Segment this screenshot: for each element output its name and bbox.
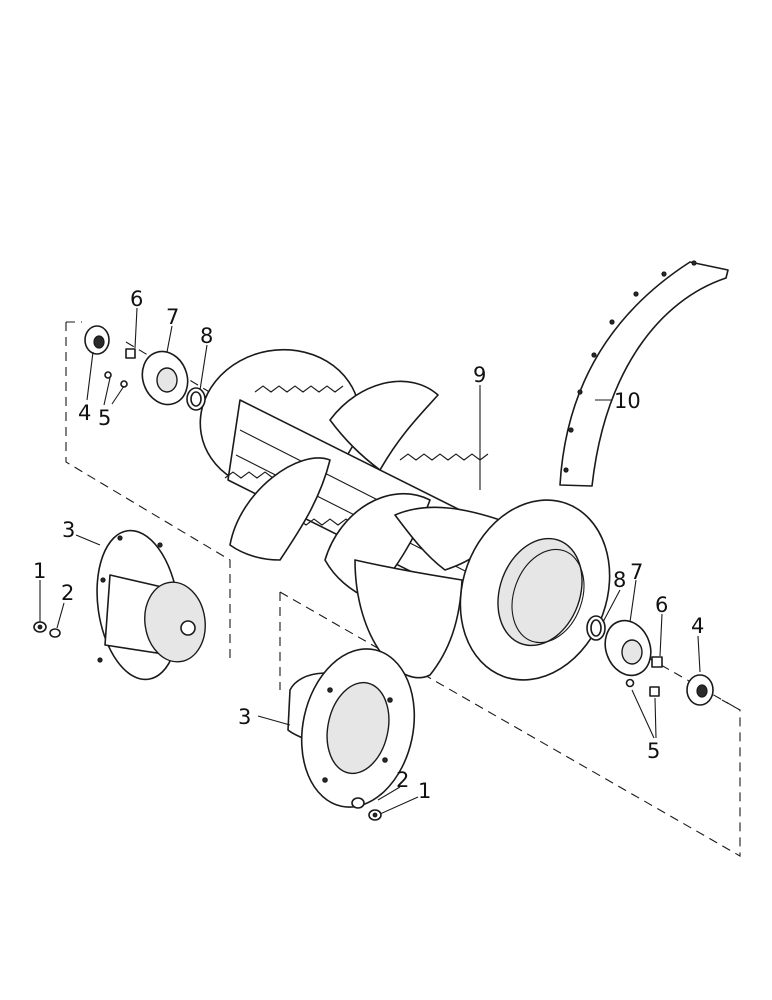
nut-washer-bottom: [351, 797, 382, 821]
callout-4-left: 4: [78, 401, 91, 425]
callout-3-left: 3: [62, 518, 75, 542]
nut-washer-left: [33, 621, 61, 638]
callout-7-left: 7: [166, 305, 179, 329]
curved-strip-part: [559, 260, 729, 487]
auger-drum-part: [199, 348, 611, 681]
flanged-hub-bottom-part: [287, 648, 416, 808]
callout-5-left: 5: [98, 406, 111, 430]
callout-2-left: 2: [61, 581, 74, 605]
callout-8-right: 8: [613, 568, 626, 592]
callout-10: 10: [614, 389, 641, 413]
flanged-hub-left-part: [96, 529, 206, 681]
callout-3-bottom: 3: [238, 705, 251, 729]
callout-4-right: 4: [691, 614, 704, 638]
callout-8-left: 8: [200, 324, 213, 348]
callout-1-left: 1: [33, 559, 46, 583]
callout-2-bottom: 2: [396, 768, 409, 792]
callout-6-left: 6: [130, 287, 143, 311]
drive-hardware-left: [84, 325, 206, 411]
callout-labels: 1 2 3 4 5 6 7 8 9 10 1 2 3 4 5 6 7 8: [33, 287, 704, 803]
callout-9: 9: [473, 363, 486, 387]
callout-6-right: 6: [655, 593, 668, 617]
callout-7-right: 7: [630, 560, 643, 584]
callout-1-bottom: 1: [418, 779, 431, 803]
callout-5-right: 5: [647, 739, 660, 763]
leader-lines: [39, 307, 701, 815]
drive-hardware-right: [586, 615, 714, 706]
